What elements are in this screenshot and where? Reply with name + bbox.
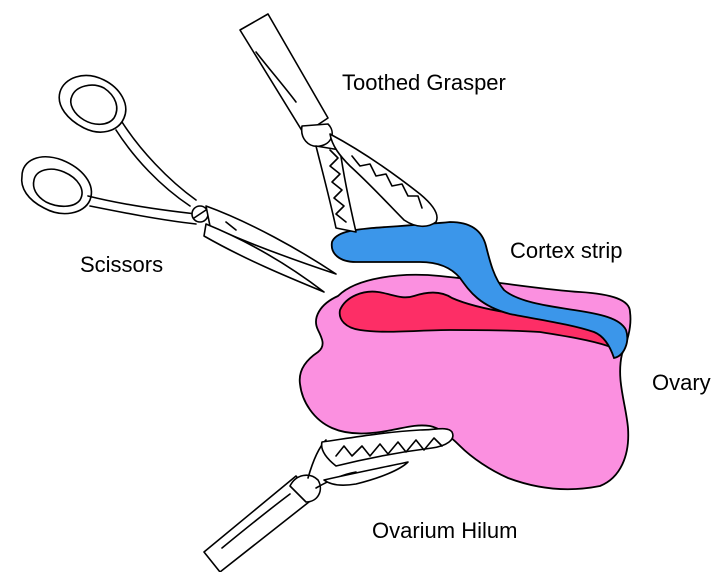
cortex-strip-label: Cortex strip (510, 238, 622, 263)
toothed-grasper-icon (240, 14, 437, 232)
toothed-grasper-label: Toothed Grasper (342, 70, 506, 95)
ovarium-hilum-label: Ovarium Hilum (372, 518, 517, 543)
scissors-label: Scissors (80, 252, 163, 277)
hilum-grasper-icon (204, 429, 453, 572)
ovary-label: Ovary (652, 370, 711, 395)
